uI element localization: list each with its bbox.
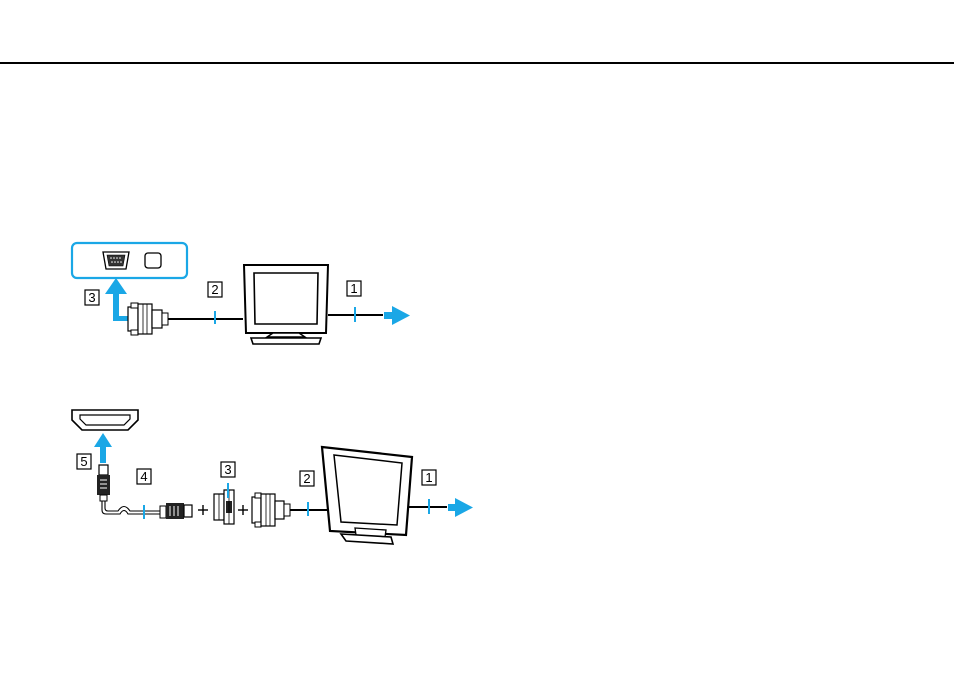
callout-label: 1 xyxy=(350,281,357,296)
callout-monitor-port: 3 xyxy=(85,290,99,305)
hdmi-cable xyxy=(102,501,160,514)
plus-icon xyxy=(238,505,248,515)
insert-arrow-icon xyxy=(105,278,131,321)
callout-label: 3 xyxy=(88,290,95,305)
callout-label: 5 xyxy=(80,454,87,469)
callout-power-cord: 1 xyxy=(347,281,361,296)
callout-adapter: 3 xyxy=(221,462,235,477)
callout-label: 3 xyxy=(224,462,231,477)
plus-icon xyxy=(198,505,208,515)
monitor-icon xyxy=(322,447,412,544)
computer-port-panel xyxy=(72,243,187,278)
hdmi-plug-icon xyxy=(97,465,110,501)
callout-hdmi-port: 5 xyxy=(77,454,91,469)
callout-power-cord: 1 xyxy=(422,470,436,485)
power-arrow-icon xyxy=(384,306,410,325)
vga-connector-icon xyxy=(252,493,290,527)
monitor-port-icon xyxy=(103,252,129,269)
vga-connector-icon xyxy=(128,303,168,335)
insert-arrow-icon xyxy=(94,433,112,463)
callout-label: 1 xyxy=(425,470,432,485)
callout-label: 2 xyxy=(211,282,218,297)
secondary-port-icon xyxy=(145,253,161,268)
callout-hdmi-cable: 4 xyxy=(137,469,151,484)
monitor-icon xyxy=(244,265,328,344)
hdmi-port-icon xyxy=(72,410,138,430)
callout-monitor-cable: 2 xyxy=(300,471,314,486)
vga-connection-diagram: 3 2 1 xyxy=(72,243,410,344)
hdmi-plug-icon xyxy=(160,503,192,519)
power-arrow-icon xyxy=(448,498,473,517)
callout-monitor-cable: 2 xyxy=(208,282,222,297)
hdmi-connection-diagram: 5 4 xyxy=(72,410,473,544)
callout-label: 4 xyxy=(140,469,147,484)
hdmi-vga-adapter-icon xyxy=(214,490,234,524)
callout-label: 2 xyxy=(303,471,310,486)
